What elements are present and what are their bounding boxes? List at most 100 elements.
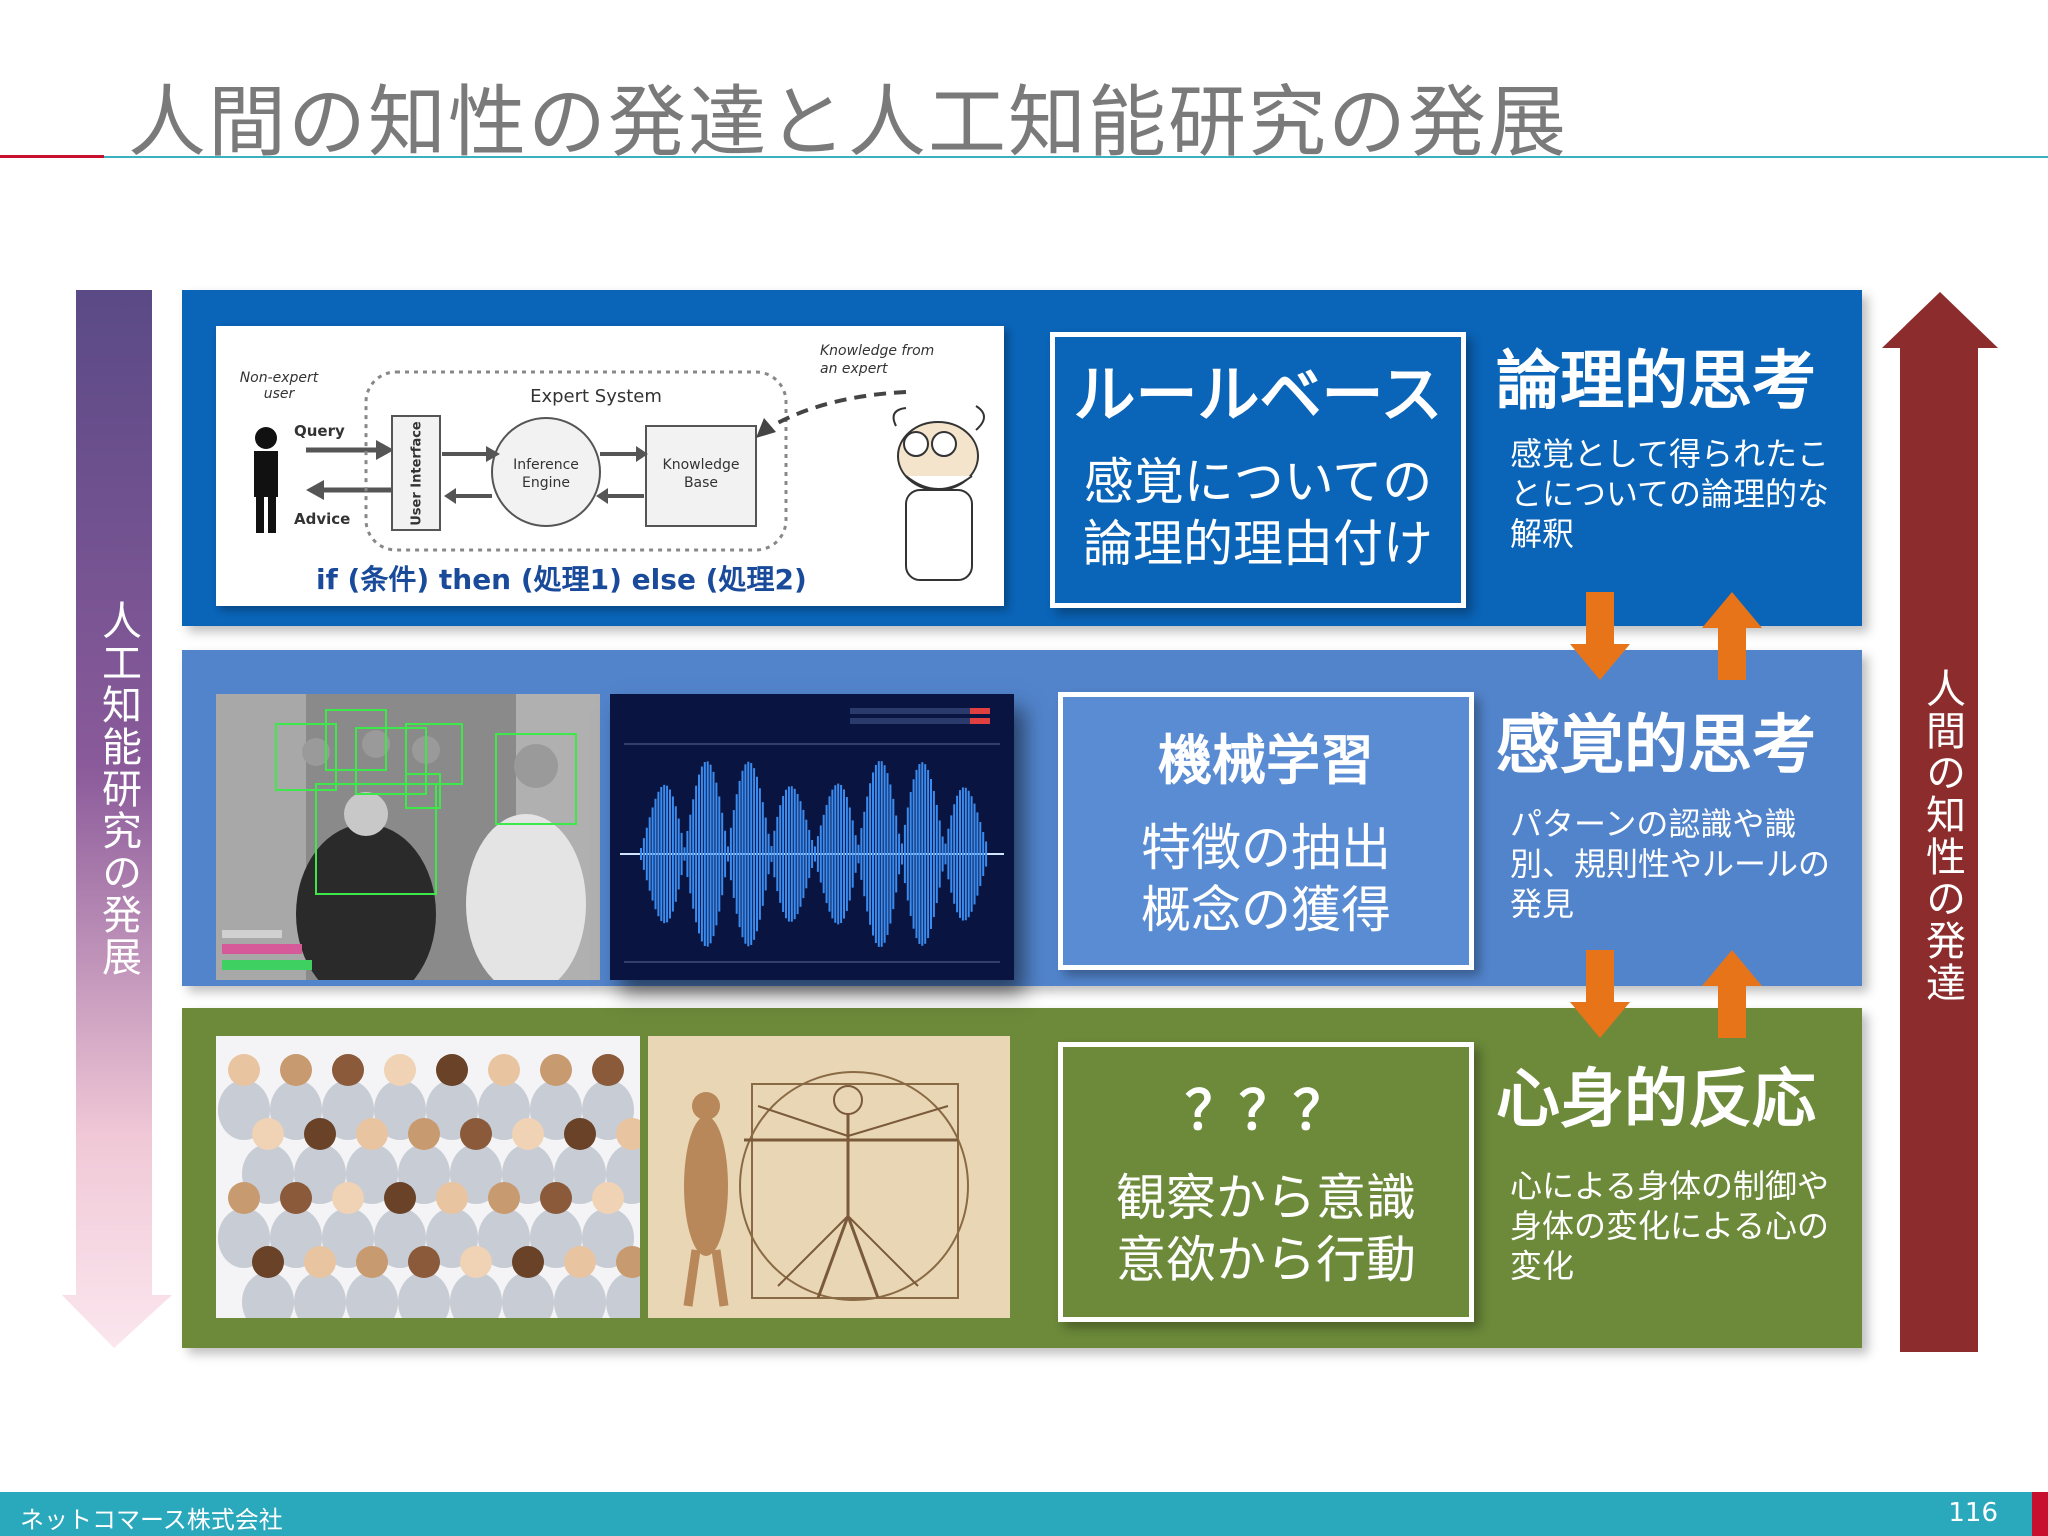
waveform-bar (819, 825, 822, 883)
waveform-bar (744, 764, 747, 944)
waveform-bar (889, 784, 892, 924)
up-arrow-icon (1702, 592, 1762, 680)
person-head (564, 1118, 596, 1150)
waveform-bar (860, 828, 863, 880)
audio-waveform-image (610, 694, 1014, 980)
rule-based-box: ルールベース 感覚についての 論理的理由付け (1050, 332, 1466, 608)
waveform-bar (660, 786, 663, 922)
waveform-bar (683, 847, 686, 861)
waveform-bar (715, 782, 718, 926)
waveform-bar (950, 815, 953, 893)
waveform-bar (703, 762, 706, 946)
waveform-bar (869, 783, 872, 925)
person-head (332, 1054, 364, 1086)
unknown-ai-title: ？？？ (1185, 1079, 1347, 1142)
footer-accent (2032, 1492, 2048, 1536)
person-head (488, 1182, 520, 1214)
footer-company-name: ネットコマース株式会社 (20, 1506, 283, 1534)
waveform-bar (727, 846, 729, 862)
waveform-bar (822, 814, 825, 894)
person-body (502, 1272, 554, 1318)
vitruvian-graphic (648, 1036, 1010, 1318)
waveform-bar (877, 761, 880, 947)
waveform-bar (642, 838, 645, 870)
unknown-ai-box: ？？？ 観察から意識 意欲から行動 (1058, 1042, 1474, 1322)
waveform-bar (921, 762, 924, 946)
waveform-bar (848, 807, 851, 901)
waveform-bar (874, 764, 877, 944)
non-expert-label: Non-expert user (239, 370, 319, 402)
waveform-bar (982, 832, 985, 876)
waveform-bar (793, 788, 796, 920)
person-head (592, 1182, 624, 1214)
waveform-bar (944, 843, 947, 865)
waveform-bar (959, 790, 961, 918)
level-desc-sensory: パターンの認識や識別、規則性やルールの発見 (1510, 805, 1831, 923)
person-body (450, 1272, 502, 1318)
person-head (616, 1246, 640, 1278)
waveform-bar (979, 822, 982, 886)
up-arrow-icon (1702, 950, 1762, 1038)
waveform-bar (816, 836, 819, 872)
face-detection-graphic (216, 694, 600, 980)
rule-based-title: ルールベース (1073, 358, 1443, 431)
waveform-bar (837, 783, 840, 925)
person-head (540, 1182, 572, 1214)
person-head (356, 1246, 388, 1278)
waveform-bar (709, 764, 712, 944)
person-body (294, 1272, 346, 1318)
level-desc-psychosomatic: 心による身体の制御や身体の変化による心の変化 (1510, 1167, 1830, 1285)
person-head (408, 1246, 440, 1278)
human-intellect-up-arrow (1882, 292, 1998, 1352)
waveform-bar (761, 802, 764, 906)
waveform-bar (843, 789, 845, 919)
knowledge-base-label: Knowledge Base (662, 457, 740, 491)
waveform-bar (895, 815, 898, 893)
waveform-bar (863, 811, 866, 897)
waveform-bar (758, 788, 761, 920)
waveform-bar (645, 827, 648, 881)
waveform-bar (828, 796, 831, 912)
waveform-bar (886, 773, 889, 935)
expert-system-label: Expert System (530, 386, 662, 407)
waveform-bar (732, 810, 735, 898)
waveform-bar (756, 776, 758, 932)
waveform-bar (741, 770, 744, 938)
waveform-bar (799, 801, 802, 907)
waveform-bar (686, 830, 689, 878)
waveform-bar (654, 798, 657, 910)
person-head (356, 1118, 388, 1150)
waveform-bar (961, 787, 964, 921)
vitruvian-man-image (648, 1036, 1010, 1318)
person-head (408, 1118, 440, 1150)
waveform-bar (680, 832, 683, 876)
person-body (554, 1272, 606, 1318)
waveform-bar (938, 820, 941, 888)
waveform-bar (787, 786, 790, 922)
waveform-bar (779, 805, 782, 903)
level-desc-logical: 感覚として得られたことについての論理的な解釈 (1510, 435, 1830, 553)
waveform-bar (721, 812, 724, 896)
waveform-bar (909, 792, 912, 916)
waveform-bar (674, 806, 677, 902)
person-head (512, 1246, 544, 1278)
waveform-bar (857, 844, 860, 864)
waveform-bar (825, 804, 828, 904)
waveform-bar (712, 771, 715, 937)
machine-learning-line-1: 特徴の抽出 (1141, 819, 1391, 877)
waveform-bar (706, 761, 709, 947)
waveform-bar (700, 766, 703, 942)
machine-learning-line-2: 概念の獲得 (1141, 881, 1391, 939)
waveform-bar (840, 784, 843, 924)
waveform-bar (935, 804, 938, 904)
person-body (346, 1272, 398, 1318)
waveform-bar (776, 816, 779, 892)
waveform-bar (880, 761, 883, 947)
waveform-bar (738, 780, 741, 928)
waveform-bar (651, 807, 654, 901)
waveform-bar (648, 817, 651, 891)
unknown-ai-line-2: 意欲から行動 (1116, 1231, 1416, 1289)
waveform-bar (657, 791, 660, 917)
person-head (280, 1182, 312, 1214)
person-head (280, 1054, 312, 1086)
